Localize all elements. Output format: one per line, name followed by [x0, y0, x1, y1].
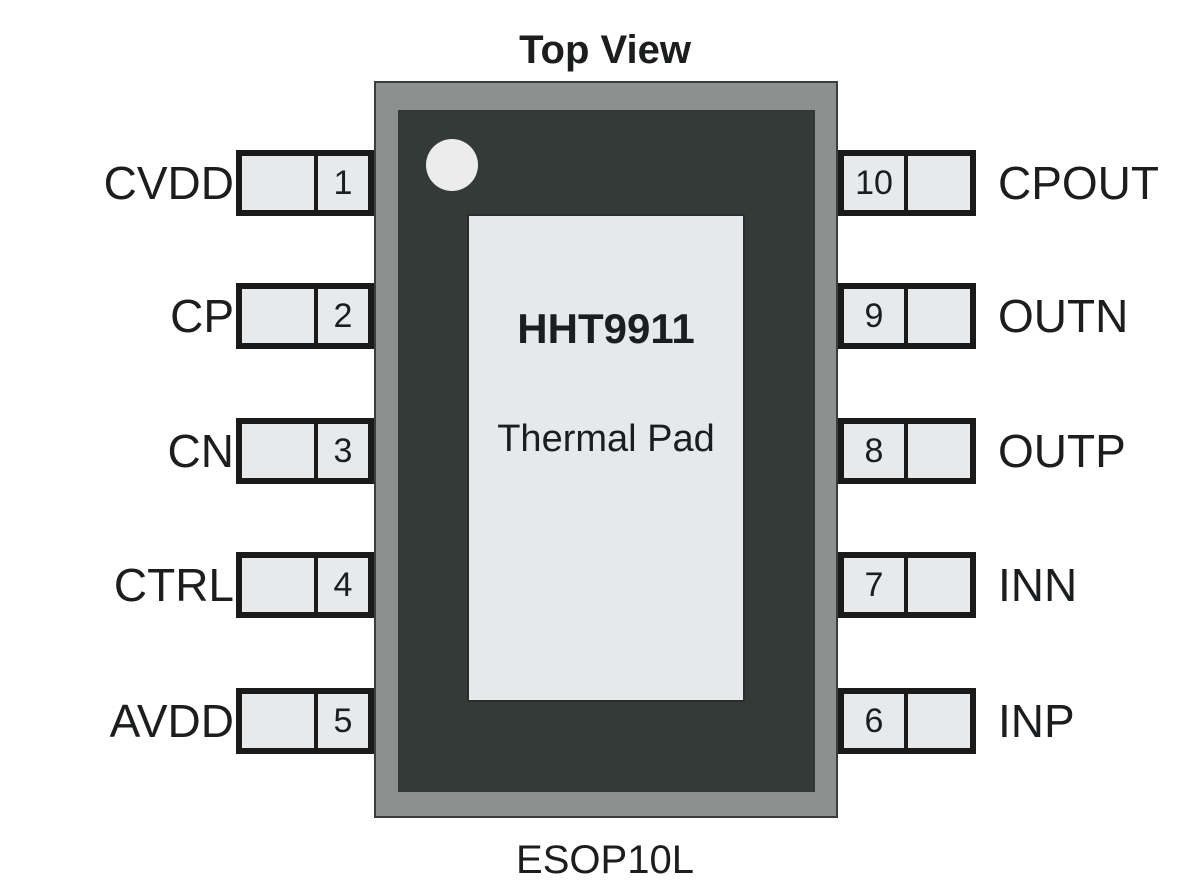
- lead-end: [908, 289, 970, 343]
- pin-name: INP: [998, 695, 1075, 747]
- lead-end: [242, 424, 314, 478]
- pin-lead: 4: [236, 552, 374, 618]
- view-title: Top View: [519, 28, 691, 72]
- pin-name: CTRL: [113, 559, 234, 611]
- pin-lead: 8: [838, 418, 976, 484]
- right-pin-3: 8 OUTP: [838, 418, 1126, 484]
- package-label: ESOP10L: [516, 838, 694, 882]
- pin-number: 8: [844, 424, 904, 478]
- left-pin-4: 4 CTRL: [114, 552, 374, 618]
- lead-end: [908, 558, 970, 612]
- thermal-pad-label: Thermal Pad: [497, 418, 715, 460]
- right-pin-4: 7 INN: [838, 552, 1077, 618]
- pin-number: 5: [318, 694, 368, 748]
- right-pin-1: 10 CPOUT: [838, 150, 1159, 216]
- pin-lead: 7: [838, 552, 976, 618]
- pin-name: CP: [170, 290, 234, 342]
- pin-number: 6: [844, 694, 904, 748]
- lead-end: [908, 156, 970, 210]
- pin-name: CN: [167, 425, 234, 477]
- left-pin-1: 1 CVDD: [104, 150, 374, 216]
- pin-name: AVDD: [109, 695, 234, 747]
- left-pin-3: 3 CN: [168, 418, 374, 484]
- pin1-indicator-dot: [426, 139, 478, 191]
- right-pin-5: 6 INP: [838, 688, 1075, 754]
- thermal-pad: [467, 214, 745, 702]
- pin-lead: 2: [236, 283, 374, 349]
- lead-end: [242, 558, 314, 612]
- pin-name: OUTP: [998, 425, 1126, 477]
- lead-end: [908, 424, 970, 478]
- pin-number: 7: [844, 558, 904, 612]
- pin-number: 3: [318, 424, 368, 478]
- pin-name: CPOUT: [998, 157, 1159, 209]
- right-pin-2: 9 OUTN: [838, 283, 1128, 349]
- pin-name: INN: [998, 559, 1078, 611]
- pin-name: OUTN: [998, 290, 1129, 342]
- part-number: HHT9911: [517, 305, 695, 352]
- left-pin-5: 5 AVDD: [110, 688, 374, 754]
- pin-number: 9: [844, 289, 904, 343]
- lead-end: [242, 694, 314, 748]
- pin-number: 4: [318, 558, 368, 612]
- pin-number: 10: [844, 156, 904, 210]
- pin-lead: 9: [838, 283, 976, 349]
- pin-name: CVDD: [103, 157, 234, 209]
- left-pin-2: 2 CP: [170, 283, 374, 349]
- lead-end: [242, 289, 314, 343]
- lead-end: [242, 156, 314, 210]
- pin-lead: 5: [236, 688, 374, 754]
- pin-number: 2: [318, 289, 368, 343]
- pin-lead: 10: [838, 150, 976, 216]
- pin-lead: 6: [838, 688, 976, 754]
- lead-end: [908, 694, 970, 748]
- pin-lead: 3: [236, 418, 374, 484]
- pin-lead: 1: [236, 150, 374, 216]
- pin-number: 1: [318, 156, 368, 210]
